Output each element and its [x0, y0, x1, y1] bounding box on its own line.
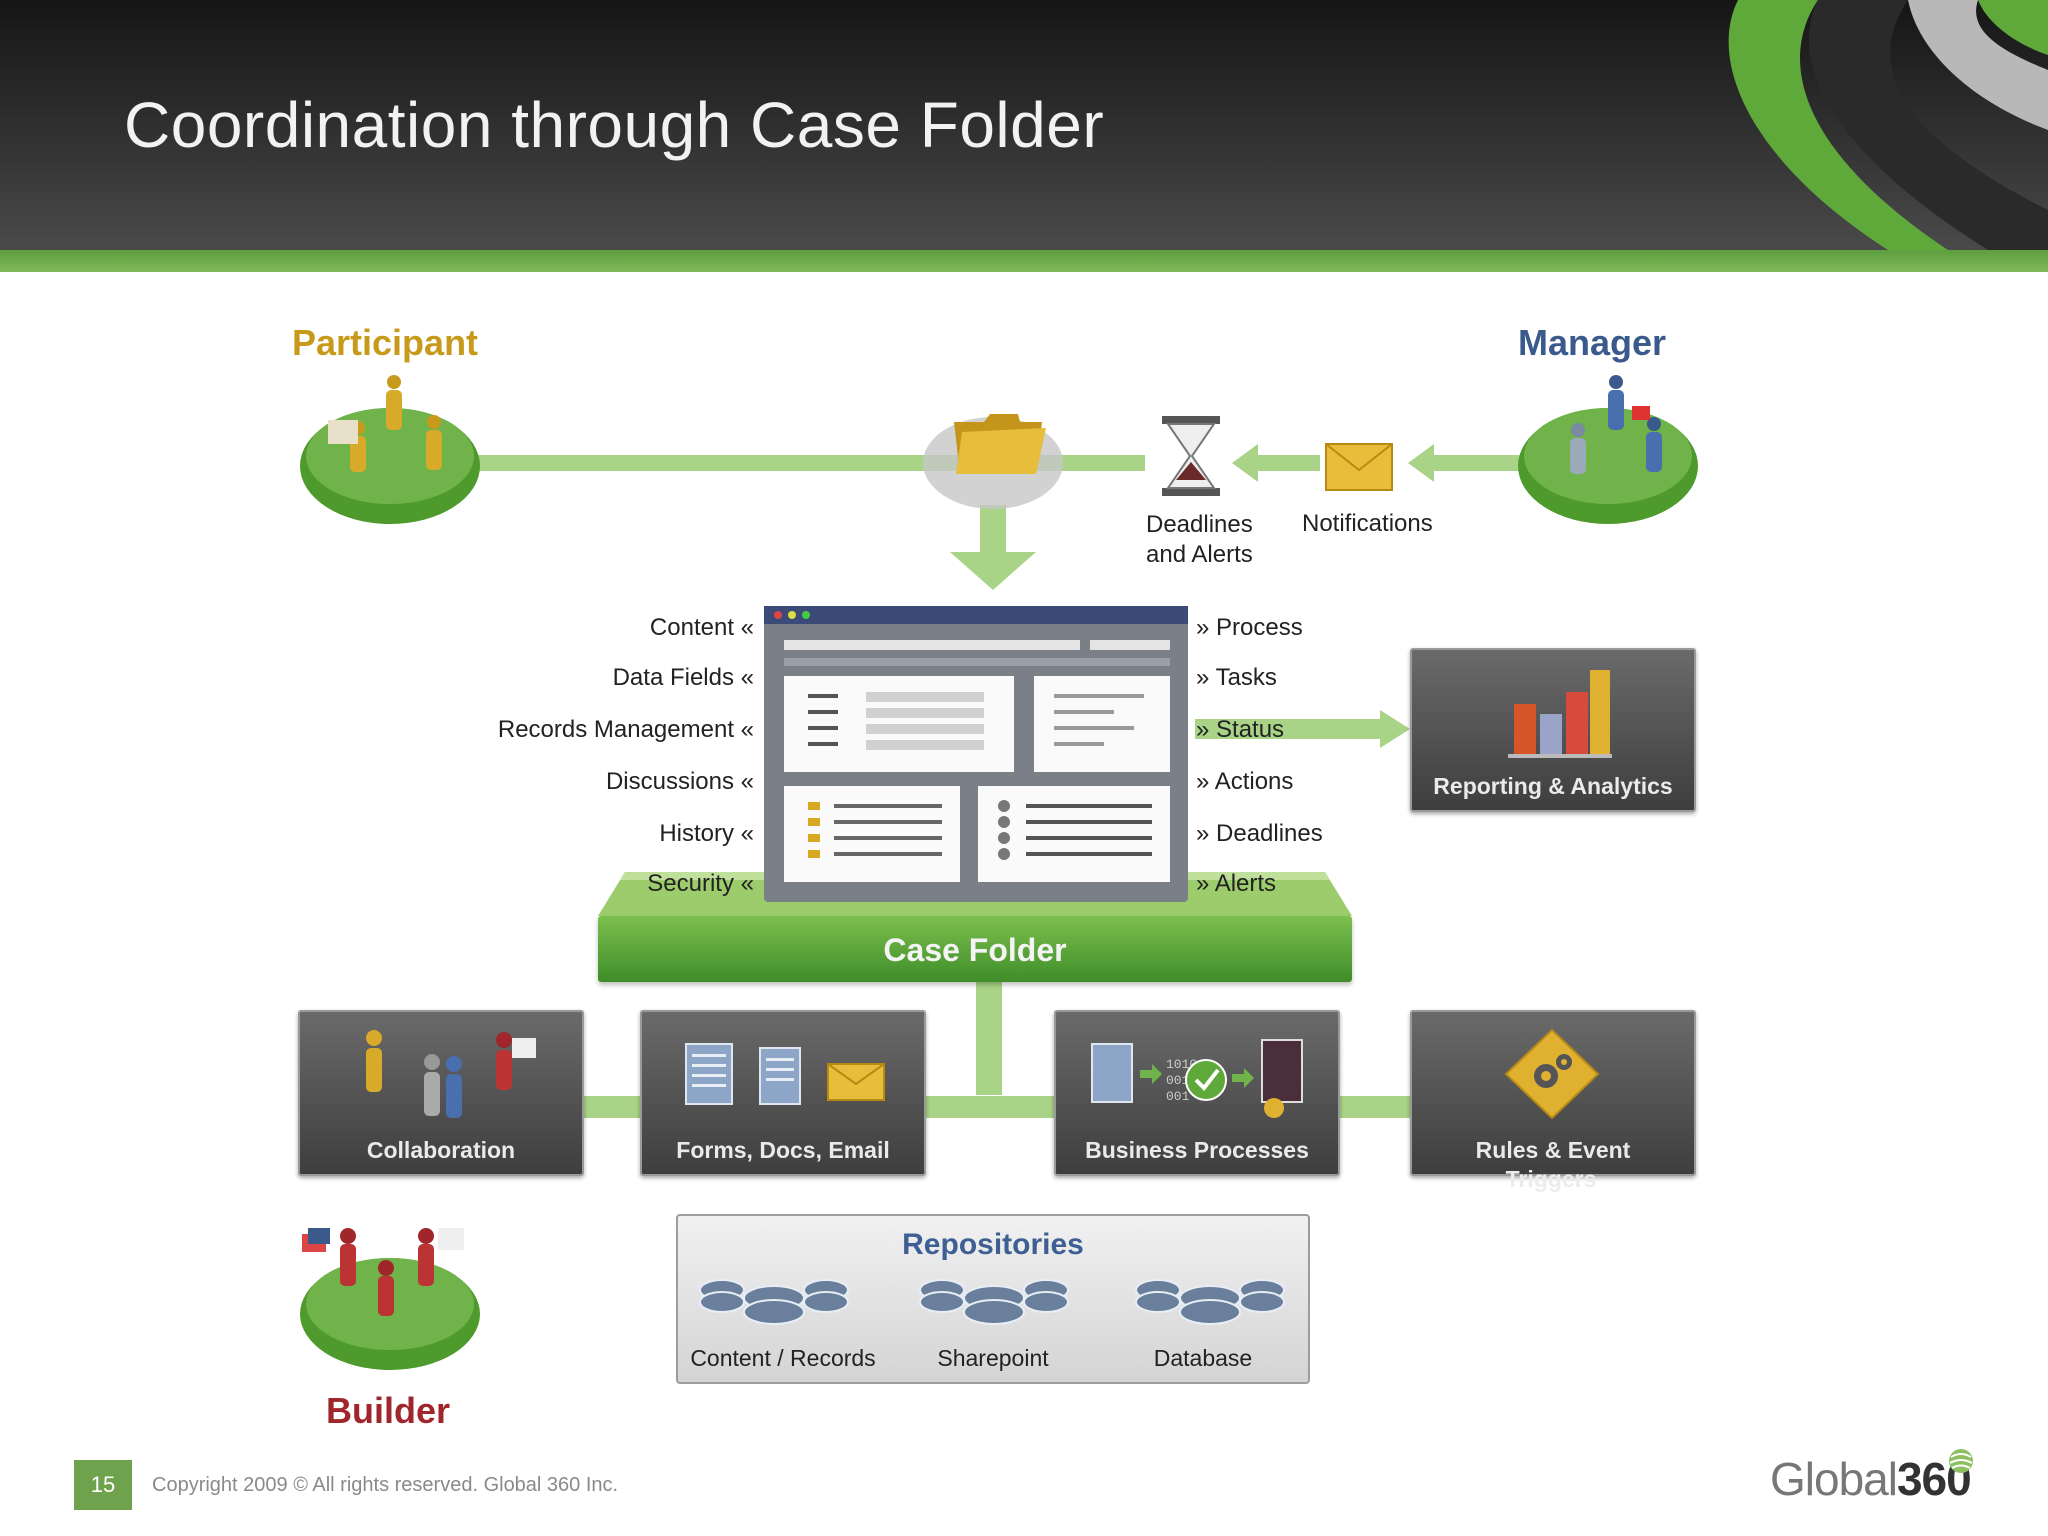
logo-text-light: Global [1770, 1453, 1898, 1505]
repo-content-records: Content / Records [690, 1345, 876, 1371]
global360-logo: Global360 [1770, 1452, 1972, 1506]
left-item-content: Content « [649, 614, 754, 641]
page-number: 15 [74, 1460, 132, 1510]
right-item-alerts: » Alerts [1196, 870, 1277, 897]
copyright-text: Copyright 2009 © All rights reserved. Gl… [152, 1474, 619, 1496]
bar-chart-icon [1508, 670, 1612, 758]
left-item-data-fields: Data Fields « [612, 664, 754, 691]
forms-docs-email-box: Forms, Docs, Email [640, 1010, 926, 1176]
logo-globe-icon [1949, 1449, 1973, 1473]
builder-label: Builder [326, 1390, 451, 1431]
right-item-actions: » Actions [1196, 768, 1294, 795]
reporting-analytics-box: Reporting & Analytics [1410, 648, 1696, 812]
notifications-label: Notifications [1302, 510, 1433, 537]
case-folder-window-icon [764, 606, 1188, 902]
builder-group-icon [300, 1228, 480, 1370]
header-green-band [0, 250, 2048, 272]
envelope-icon [1325, 443, 1393, 491]
documents-icon [685, 1043, 885, 1105]
left-item-records-management: Records Management « [497, 716, 754, 743]
right-item-deadlines: » Deadlines [1196, 820, 1323, 847]
right-item-tasks: » Tasks [1196, 664, 1277, 691]
manager-label: Manager [1518, 322, 1667, 363]
process-flow-icon: 1010 001 001 [1091, 1039, 1303, 1118]
svg-text:001: 001 [1166, 1073, 1190, 1088]
reporting-analytics-label: Reporting & Analytics [1433, 773, 1673, 799]
repo-database: Database [1153, 1345, 1253, 1371]
collaboration-box: Collaboration [298, 1010, 584, 1176]
forms-docs-email-label: Forms, Docs, Email [676, 1137, 890, 1163]
hourglass-icon [1162, 416, 1220, 496]
collaboration-people-icon [366, 1030, 536, 1118]
collaboration-label: Collaboration [366, 1137, 516, 1163]
repositories-box: Repositories Content / Records Sharepoin… [676, 1214, 1310, 1384]
participant-group-icon [300, 375, 480, 524]
case-folder-bar: Case Folder [598, 916, 1352, 982]
slide-header: Coordination through Case Folder [0, 0, 2048, 250]
rules-events-label: Rules & Event [1475, 1137, 1631, 1163]
business-processes-label: Business Processes [1085, 1137, 1309, 1163]
deadlines-alerts-label: Deadlines and Alerts [1146, 511, 1253, 568]
left-item-history: History « [659, 820, 754, 847]
page-title: Coordination through Case Folder [124, 89, 1105, 161]
repositories-title: Repositories [902, 1228, 1084, 1261]
manager-group-icon [1518, 375, 1698, 524]
repo-sharepoint: Sharepoint [937, 1345, 1049, 1371]
case-folder-label: Case Folder [883, 932, 1067, 968]
participant-label: Participant [292, 322, 479, 363]
rules-events-box: Rules & Event [1410, 1010, 1696, 1176]
folder-icon [954, 414, 1046, 474]
left-item-security: Security « [647, 870, 754, 897]
right-item-status: » Status [1196, 716, 1285, 743]
svg-text:001: 001 [1166, 1089, 1190, 1104]
rules-gear-icon [1504, 1028, 1600, 1120]
rules-triggers-label: Triggers [1505, 1166, 1597, 1192]
right-item-process: » Process [1196, 614, 1303, 641]
business-processes-box: 1010 001 001 Business Processes [1054, 1010, 1340, 1176]
database-stack-icons [699, 1279, 1285, 1325]
swoosh-graphic [1728, 0, 2048, 250]
left-item-discussions: Discussions « [605, 768, 754, 795]
